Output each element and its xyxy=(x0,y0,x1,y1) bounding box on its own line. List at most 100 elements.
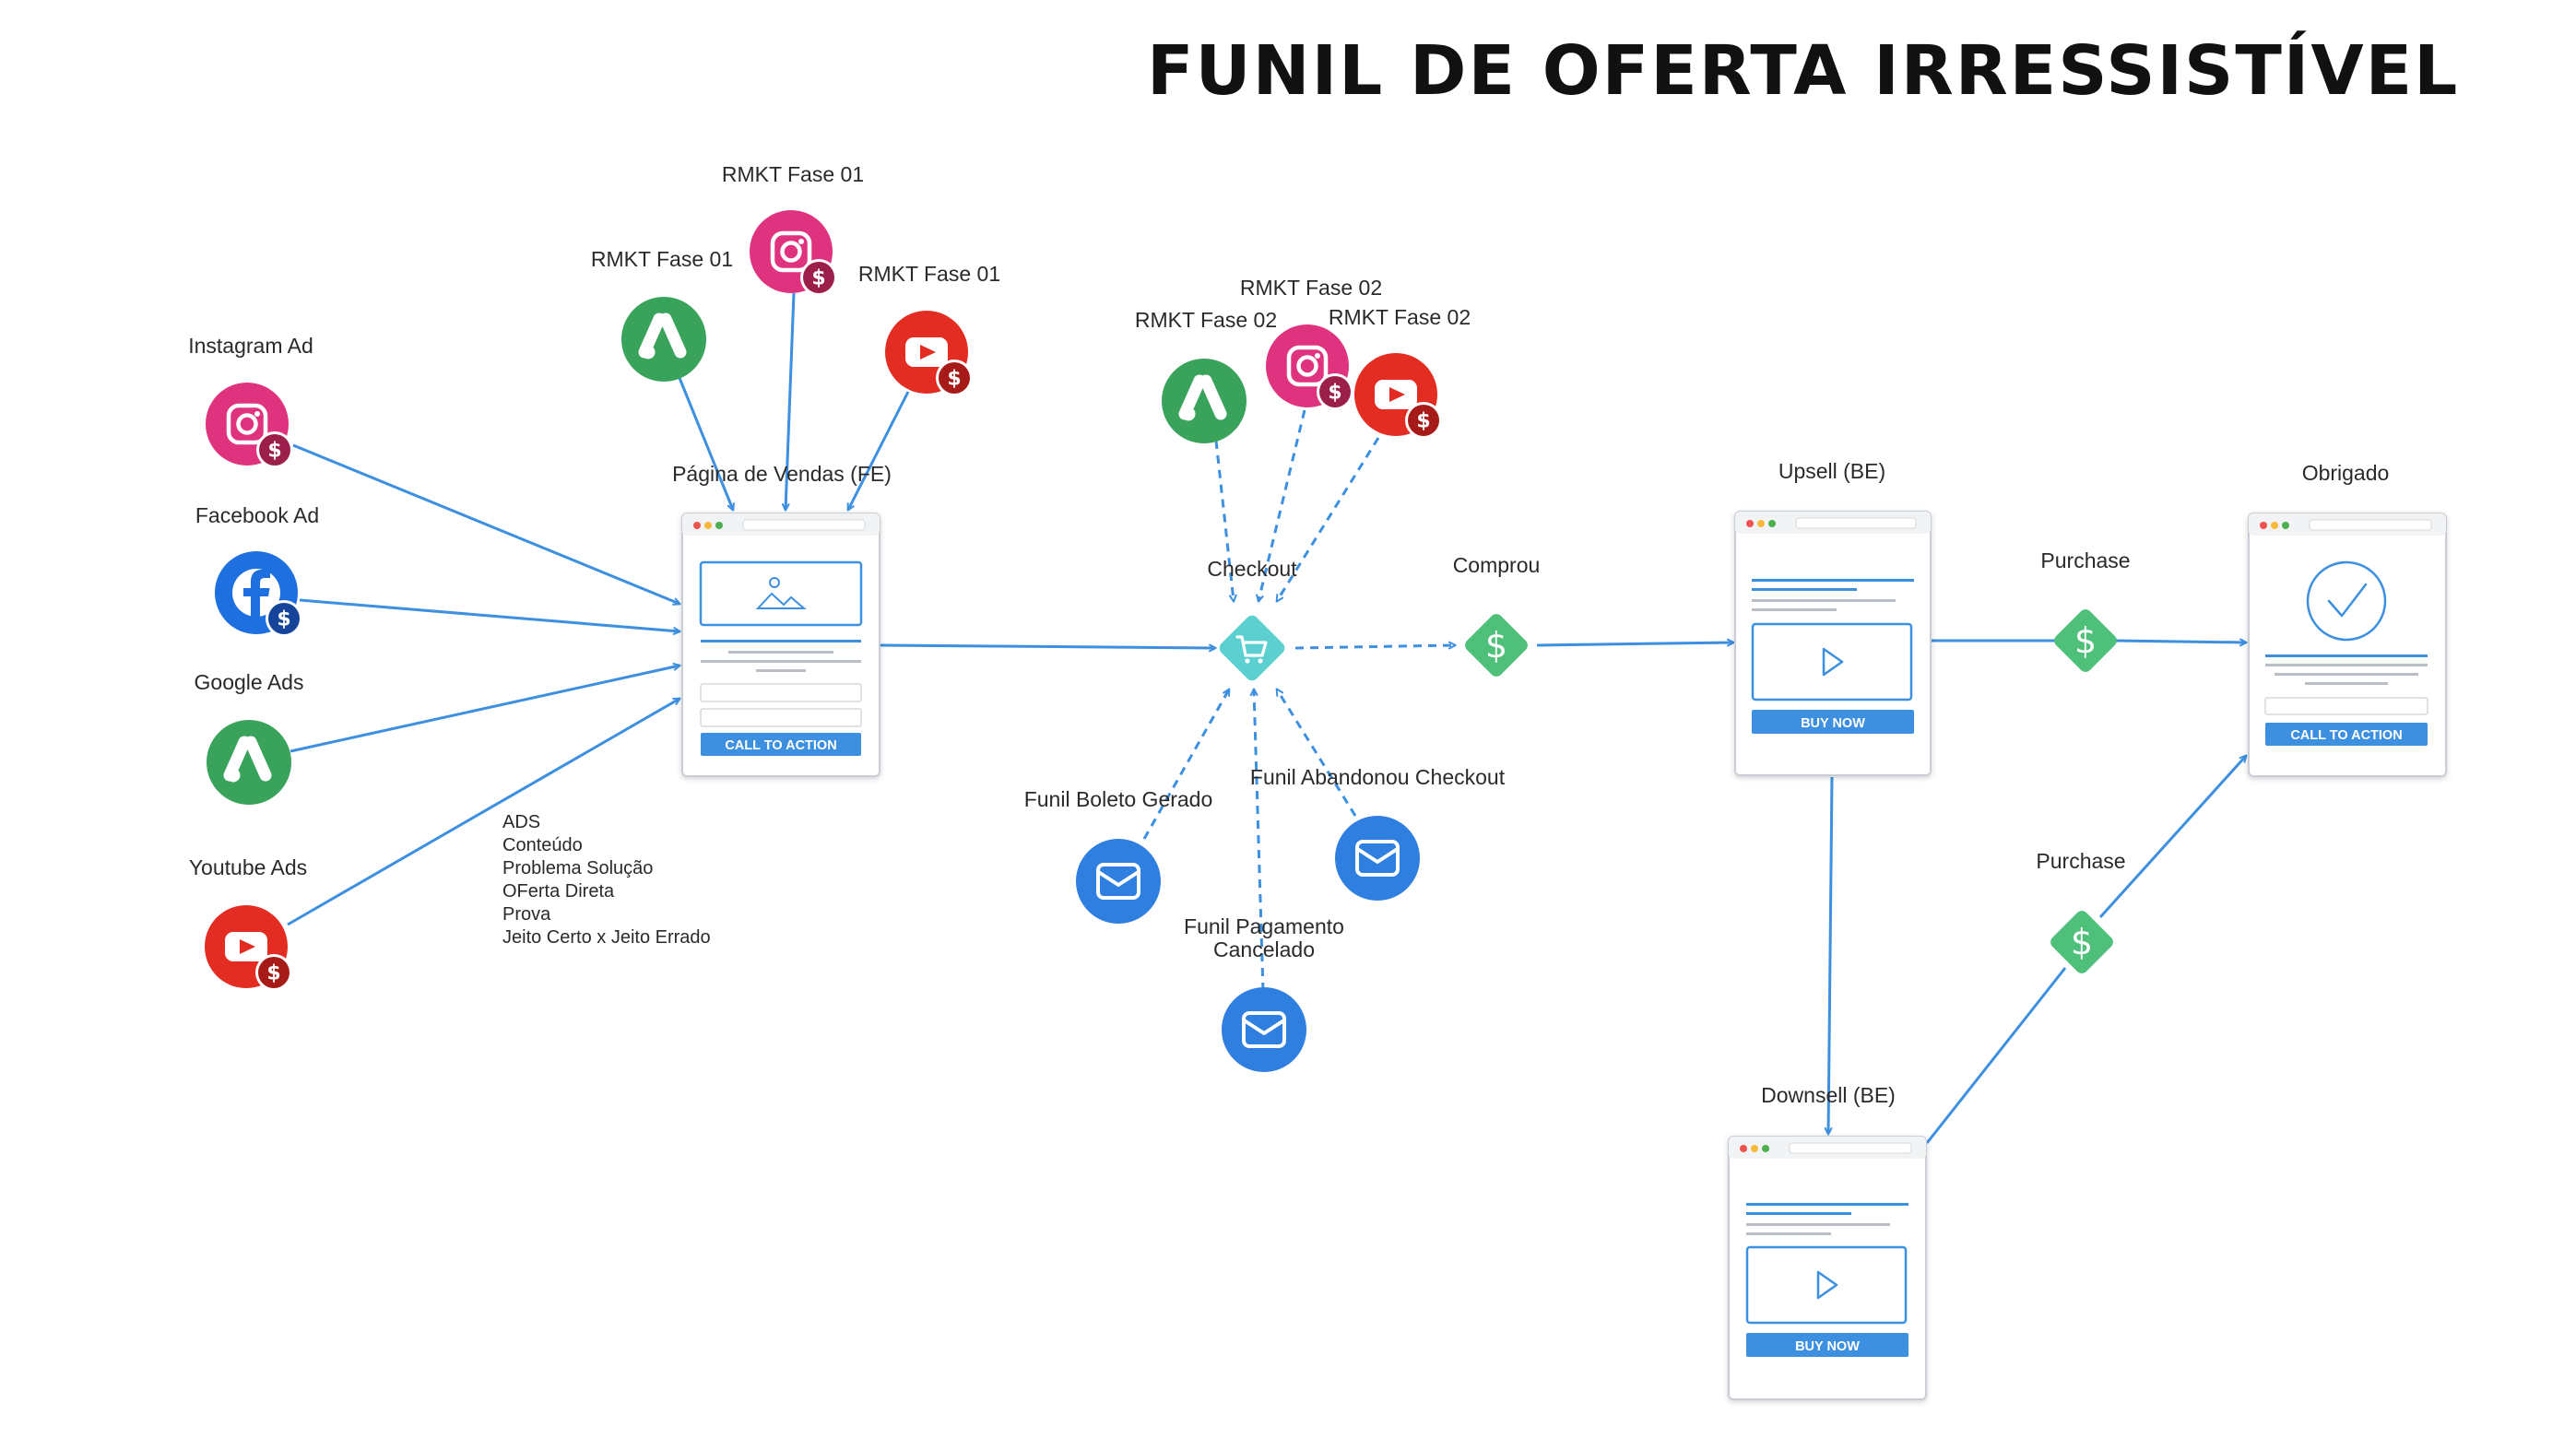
buy-now-button[interactable] xyxy=(1746,1333,1908,1357)
sales-notes: ADS Conteúdo Problema Solução OFerta Dir… xyxy=(502,812,711,948)
checkout-diamond xyxy=(1219,615,1285,681)
arrow-rmkt1-google xyxy=(678,377,733,510)
downsell-label: Downsell (BE) xyxy=(1761,1083,1896,1107)
purchase-label: Purchase xyxy=(2036,849,2125,873)
source-youtube-ads: Youtube Ads xyxy=(189,855,307,991)
rmkt-label: RMKT Fase 01 xyxy=(591,247,733,271)
email-icon xyxy=(1220,985,1308,1074)
checkout-label: Checkout xyxy=(1207,557,1297,581)
arrow-rmkt1-youtube xyxy=(846,391,910,510)
buy-now-button[interactable] xyxy=(1752,710,1914,734)
checkout-node: Checkout xyxy=(1207,557,1297,681)
youtube-ads-icon xyxy=(205,905,292,991)
google-ads-icon xyxy=(621,297,706,382)
google-ads-icon xyxy=(207,720,291,805)
upsell-page: Upsell (BE) BUY NOW xyxy=(1734,459,1932,776)
sales-page-label: Página de Vendas (FE) xyxy=(672,462,892,486)
call-to-action-button[interactable] xyxy=(701,733,861,756)
email-cancelado: Funil Pagamento Cancelado xyxy=(1184,914,1344,1074)
cta-label: CALL TO ACTION xyxy=(2290,728,2402,743)
rmkt2-instagram: RMKT Fase 02 xyxy=(1240,276,1382,410)
rmkt-label: RMKT Fase 02 xyxy=(1240,276,1382,300)
email-abandonou: Funil Abandonou Checkout xyxy=(1250,765,1506,902)
comprou-label: Comprou xyxy=(1453,553,1541,577)
arrow-sales-to-checkout xyxy=(880,645,1215,648)
rmkt-label: RMKT Fase 02 xyxy=(1135,308,1277,332)
upsell-label: Upsell (BE) xyxy=(1778,459,1885,483)
purchase-label: Purchase xyxy=(2040,548,2130,572)
note-line: Jeito Certo x Jeito Errado xyxy=(502,927,711,948)
arrow-youtube-to-sales xyxy=(287,699,679,926)
rmkt2-youtube: RMKT Fase 02 xyxy=(1329,305,1471,439)
buy-now-label: BUY NOW xyxy=(1795,1339,1860,1354)
email-icon xyxy=(1333,814,1422,902)
image-placeholder xyxy=(699,560,863,627)
source-label: Facebook Ad xyxy=(195,503,319,527)
play-icon xyxy=(1822,647,1844,677)
arrow-comprou-to-upsell xyxy=(1536,642,1733,645)
obrigado-label: Obrigado xyxy=(2302,461,2390,485)
cart-icon xyxy=(1235,635,1268,664)
image-icon xyxy=(769,577,780,588)
play-icon xyxy=(1816,1270,1838,1300)
rmkt1-instagram: RMKT Fase 01 xyxy=(722,162,864,296)
note-line: Prova xyxy=(502,904,551,925)
note-line: ADS xyxy=(502,812,540,832)
email-boleto: Funil Boleto Gerado xyxy=(1024,787,1213,925)
purchase-downsell-node: Purchase xyxy=(2036,849,2126,976)
dollar-icon xyxy=(2048,908,2116,976)
sales-page: Página de Vendas (FE) CALL TO ACTION xyxy=(672,462,892,777)
call-to-action-button[interactable] xyxy=(2265,723,2428,746)
checkmark-icon xyxy=(2306,560,2387,642)
arrow-rmkt2-instagram xyxy=(1258,409,1306,601)
arrow-cancelado-to-checkout xyxy=(1254,690,1265,992)
arrow-rmkt2-youtube xyxy=(1277,437,1380,601)
arrow-rmkt2-google xyxy=(1214,440,1234,601)
connectors xyxy=(287,292,2246,1144)
arrow-purchase-to-obrigado xyxy=(2115,641,2246,642)
source-google-ads: Google Ads xyxy=(195,670,304,805)
source-facebook-ad: Facebook Ad xyxy=(195,503,319,637)
google-ads-icon xyxy=(1162,359,1247,443)
buy-now-label: BUY NOW xyxy=(1801,716,1865,731)
youtube-ads-icon xyxy=(885,311,973,396)
source-instagram-ad: Instagram Ad xyxy=(188,334,313,468)
instagram-ad-icon xyxy=(750,210,837,296)
arrow-checkout-to-comprou xyxy=(1294,645,1455,648)
rmkt2-google: RMKT Fase 02 xyxy=(1135,308,1277,443)
video-placeholder xyxy=(1745,1245,1908,1325)
note-line: Problema Solução xyxy=(502,858,653,878)
arrow-purchase2-to-obrigado xyxy=(2098,756,2246,919)
arrow-google-to-sales xyxy=(290,666,679,753)
downsell-page: Downsell (BE) BUY NOW xyxy=(1728,1083,1927,1400)
email-label: Funil Boleto Gerado xyxy=(1024,787,1213,811)
arrow-abandonou-to-checkout xyxy=(1277,690,1357,817)
email-label: Cancelado xyxy=(1213,937,1315,961)
arrow-downsell-to-purchase xyxy=(1925,967,2067,1144)
arrow-boleto-to-checkout xyxy=(1142,690,1229,840)
email-label: Funil Pagamento xyxy=(1184,914,1344,938)
instagram-ad-icon xyxy=(1266,324,1353,410)
rmkt-label: RMKT Fase 01 xyxy=(722,162,864,186)
arrow-rmkt1-instagram xyxy=(786,292,796,510)
facebook-ad-icon xyxy=(215,551,302,637)
cta-label: CALL TO ACTION xyxy=(725,738,836,753)
arrow-upsell-to-downsell xyxy=(1828,776,1834,1134)
source-label: Youtube Ads xyxy=(189,855,307,879)
note-line: Conteúdo xyxy=(502,835,583,855)
dollar-icon xyxy=(2051,607,2120,675)
page-title: FUNIL DE OFERTA IRRESSISTÍVEL xyxy=(1147,29,2459,111)
comprou-node: Comprou xyxy=(1453,553,1541,679)
rmkt1-google: RMKT Fase 01 xyxy=(591,247,733,382)
purchase-upsell-node: Purchase xyxy=(2040,548,2131,675)
arrow-facebook-to-sales xyxy=(299,598,679,631)
rmkt-label: RMKT Fase 01 xyxy=(858,262,1000,286)
video-placeholder xyxy=(1751,622,1913,701)
youtube-ads-icon xyxy=(1354,353,1442,439)
email-icon xyxy=(1074,837,1163,925)
arrow-instagram-to-sales xyxy=(292,443,679,604)
instagram-ad-icon xyxy=(206,383,293,468)
source-label: Instagram Ad xyxy=(188,334,313,358)
source-label: Google Ads xyxy=(195,670,304,694)
